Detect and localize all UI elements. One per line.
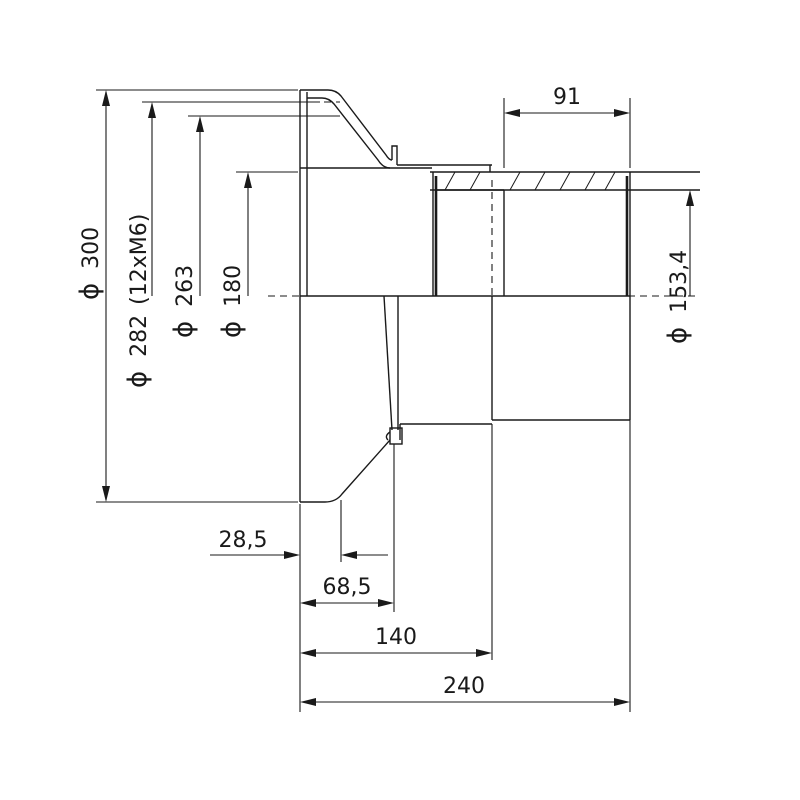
- dim-diameter-300: ϕ300: [75, 227, 105, 300]
- length-dimensions: 91 28,5 68,5 140 240: [210, 85, 631, 712]
- center-lines: [268, 101, 700, 297]
- dim-length-240: 240: [443, 674, 485, 699]
- dim-diameter-263: ϕ263: [169, 265, 199, 338]
- dim-diameter-282: ϕ282(12xM6): [123, 214, 153, 388]
- bolt-detail: [383, 295, 403, 445]
- dim-diameter-180: ϕ180: [217, 265, 247, 338]
- diameter-dimensions: ϕ300 ϕ282(12xM6) ϕ263 ϕ180 ϕ153,4: [75, 89, 694, 503]
- dim-length-91: 91: [553, 85, 581, 110]
- dim-length-68-5: 68,5: [323, 575, 372, 600]
- dim-diameter-153-4: ϕ153,4: [663, 250, 693, 344]
- dim-length-140: 140: [375, 625, 417, 650]
- dim-length-28-5: 28,5: [219, 528, 268, 553]
- hatched-section: [444, 171, 616, 191]
